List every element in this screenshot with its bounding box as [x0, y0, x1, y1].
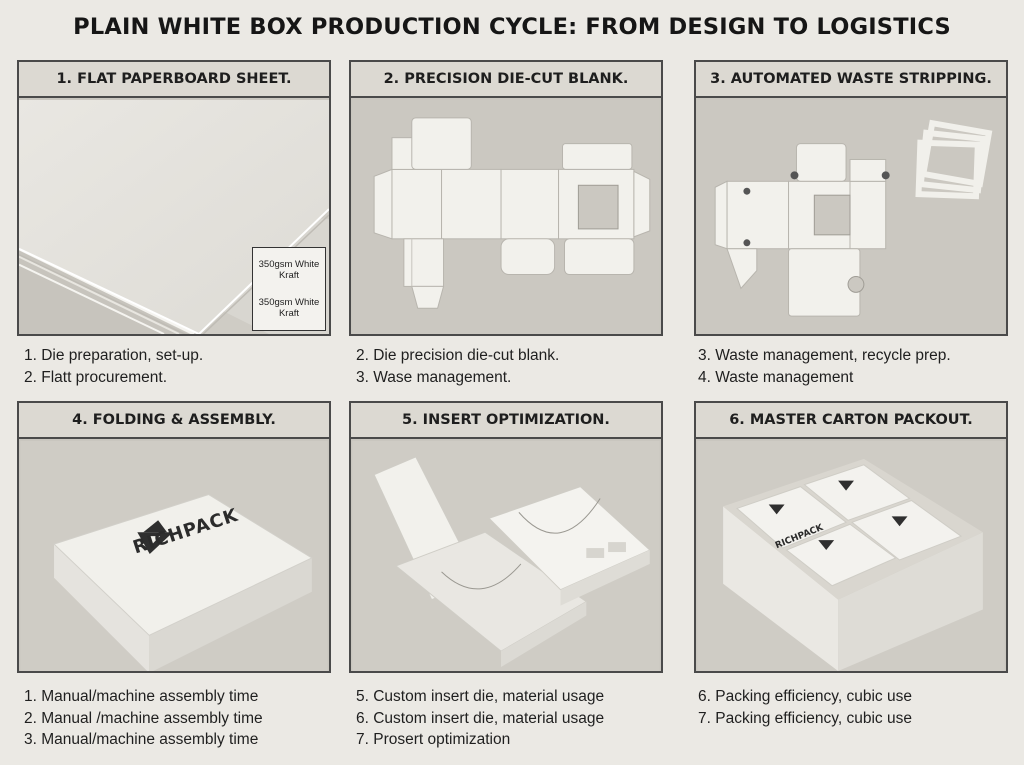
paper-spec-bottom: 350gsm White Kraft	[258, 296, 320, 320]
note-item: 1. Manual/machine assembly time	[24, 688, 259, 705]
insert-box-illustration	[351, 441, 661, 671]
note-item: 6. Packing efficiency, cubic use	[698, 688, 912, 705]
panel-2-notes: 2. Die precision die-cut blank. 3. Wase …	[356, 345, 686, 388]
waste-stripping-illustration	[696, 100, 1006, 334]
panel-3-notes: 3. Waste management, recycle prep. 4. Wa…	[698, 345, 1024, 388]
note-item: 6. Custom insert die, material usage	[356, 709, 605, 727]
panel-master-carton: 6. MASTER CARTON PACKOUT.	[694, 401, 1008, 673]
note-item: 1. Die preparation, set-up.	[24, 347, 204, 364]
note-item: 3. Waste management, recycle prep.	[698, 347, 951, 364]
panel-heading: 2. PRECISION DIE-CUT BLANK.	[351, 62, 661, 98]
note-item: 7. Packing efficiency, cubic use	[698, 709, 912, 727]
page-title: PLAIN WHITE BOX PRODUCTION CYCLE: FROM D…	[73, 14, 951, 40]
note-item: 7. Prosert optimization	[356, 731, 511, 748]
panel-5-notes: 5. Custom insert die, material usage 6. …	[356, 686, 686, 751]
panel-heading: 4. FOLDING & ASSEMBLY.	[19, 403, 329, 439]
panel-heading: 5. INSERT OPTIMIZATION.	[351, 403, 661, 439]
note-item: 3. Wase management.	[356, 368, 512, 386]
panel-4-notes: 1. Manual/machine assembly time 2. Manua…	[24, 686, 354, 751]
assembled-box-illustration	[19, 441, 329, 671]
panel-waste-stripping: 3. AUTOMATED WASTE STRIPPING.	[694, 60, 1008, 336]
note-item: 5. Custom insert die, material usage	[356, 688, 605, 705]
panel-insert-optimization: 5. INSERT OPTIMIZATION.	[349, 401, 663, 673]
richpack-logo-icon	[137, 520, 174, 555]
note-item: 2. Flatt procurement.	[24, 368, 168, 386]
note-item: 3. Manual/machine assembly time	[24, 731, 259, 748]
panel-6-notes: 6. Packing efficiency, cubic use 7. Pack…	[698, 686, 1024, 729]
panel-die-cut-blank: 2. PRECISION DIE-CUT BLANK.	[349, 60, 663, 336]
note-item: 2. Die precision die-cut blank.	[356, 347, 560, 364]
panel-1-notes: 1. Die preparation, set-up. 2. Flatt pro…	[24, 345, 354, 388]
paper-spec-label: 350gsm White Kraft 350gsm White Kraft	[252, 247, 326, 331]
panel-heading: 6. MASTER CARTON PACKOUT.	[696, 403, 1006, 439]
master-carton-illustration	[696, 441, 1006, 671]
panel-heading: 3. AUTOMATED WASTE STRIPPING.	[696, 62, 1006, 98]
panel-heading: 1. FLAT PAPERBOARD SHEET.	[19, 62, 329, 98]
paperboard-stack-illustration	[19, 100, 329, 334]
note-item: 4. Waste management	[698, 368, 854, 386]
panel-folding-assembly: 4. FOLDING & ASSEMBLY. RICHPACK	[17, 401, 331, 673]
die-cut-blank-illustration	[351, 100, 661, 334]
note-item: 2. Manual /machine assembly time	[24, 709, 263, 727]
paper-spec-top: 350gsm White Kraft	[258, 258, 320, 282]
panel-flat-sheet: 1. FLAT PAPERBOARD SHEET. 350gsm White	[17, 60, 331, 336]
